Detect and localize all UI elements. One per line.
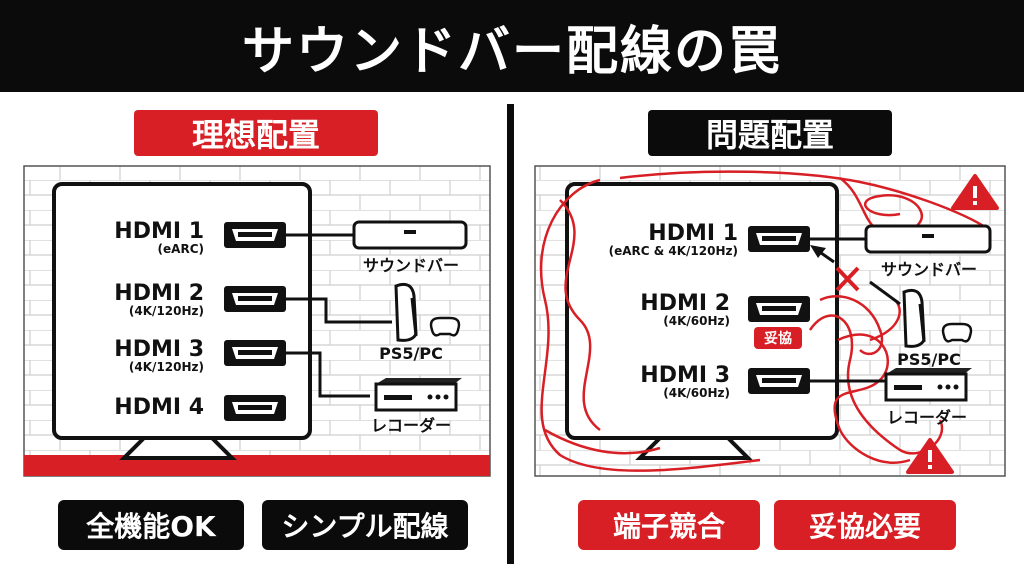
- center-divider: [507, 104, 514, 564]
- device-label-recorder: レコーダー: [886, 408, 967, 427]
- right-heading: 問題配置: [648, 110, 892, 156]
- gamepad-icon: [941, 322, 973, 343]
- hdmi-port-icon: [224, 395, 286, 421]
- port-label-hdmi1: HDMI 1 (eARC): [114, 219, 204, 257]
- port-label-hdmi2: HDMI 2 (4K/120Hz): [114, 281, 204, 319]
- compromise-badge: 妥協: [754, 327, 802, 349]
- hdmi-port-icon: [748, 226, 810, 252]
- page-title: サウンドバー配線の罠: [241, 21, 782, 82]
- cable-hdmi2: [286, 297, 392, 324]
- warning-icon: [951, 174, 999, 210]
- hdmi-port-icon: [224, 340, 286, 366]
- port-label-hdmi3: HDMI 3 (4K/60Hz): [640, 363, 730, 401]
- device-label-ps5: PS5/PC: [897, 350, 961, 369]
- cross-icon: [835, 266, 860, 292]
- device-label-soundbar: サウンドバー: [362, 256, 459, 275]
- pill-all-features-ok: 全機能OK: [58, 500, 244, 550]
- hdmi-port-icon: [224, 222, 286, 248]
- conflict-arrows: [810, 245, 901, 306]
- hdmi-port-icon: [748, 296, 810, 322]
- left-floor: [24, 455, 490, 476]
- hdmi-port-icon: [224, 286, 286, 312]
- gamepad-icon: [429, 316, 461, 337]
- hdmi-port-icon: [748, 368, 810, 394]
- cable-hdmi3: [286, 351, 370, 398]
- soundbar-icon: [864, 224, 992, 254]
- pill-simple-wiring: シンプル配線: [262, 500, 468, 550]
- right-panel: [534, 165, 1006, 477]
- port-label-hdmi1: HDMI 1 (eARC & 4K/120Hz): [608, 221, 738, 259]
- warning-icon: [906, 438, 954, 474]
- title-banner: サウンドバー配線の罠: [0, 0, 1024, 92]
- left-panel: [23, 165, 491, 477]
- left-tv-stand: [119, 436, 237, 460]
- port-label-hdmi4: HDMI 4: [114, 395, 204, 420]
- pill-port-conflict: 端子競合: [578, 500, 760, 550]
- left-heading: 理想配置: [134, 110, 378, 156]
- device-label-recorder: レコーダー: [370, 416, 451, 435]
- pill-compromise-required: 妥協必要: [774, 500, 956, 550]
- device-label-ps5: PS5/PC: [379, 344, 443, 363]
- device-label-soundbar: サウンドバー: [880, 260, 977, 279]
- soundbar-icon: [352, 220, 468, 250]
- port-label-hdmi2: HDMI 2 (4K/60Hz): [640, 291, 730, 329]
- port-label-hdmi3: HDMI 3 (4K/120Hz): [114, 337, 204, 375]
